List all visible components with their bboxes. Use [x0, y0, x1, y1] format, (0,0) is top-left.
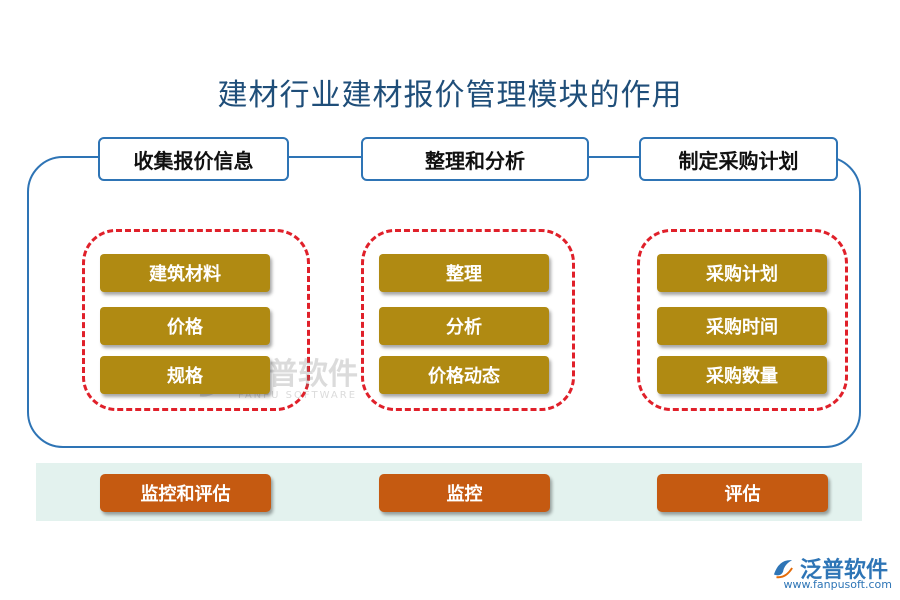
header-purchase-plan: 制定采购计划: [639, 137, 838, 181]
diagram-title: 建材行业建材报价管理模块的作用: [217, 78, 683, 113]
bottom-monitor: 监控: [379, 474, 550, 512]
logo-name: 泛普软件: [800, 558, 889, 583]
fanpu-logo-icon: [773, 560, 793, 579]
group-analyze: [361, 229, 575, 411]
item-purchase-quantity: 采购数量: [657, 356, 827, 394]
item-purchase-time: 采购时间: [657, 307, 827, 345]
bottom-evaluate: 评估: [657, 474, 828, 512]
item-price-trend: 价格动态: [379, 356, 549, 394]
group-plan: [637, 229, 848, 411]
item-price: 价格: [100, 307, 270, 345]
bottom-monitor-evaluate: 监控和评估: [100, 474, 271, 512]
item-specification: 规格: [100, 356, 270, 394]
item-analyze: 分析: [379, 307, 549, 345]
header-collect-quotes: 收集报价信息: [98, 137, 289, 181]
header-organize-analyze: 整理和分析: [361, 137, 589, 181]
item-building-materials: 建筑材料: [100, 254, 270, 292]
item-purchase-plan: 采购计划: [657, 254, 827, 292]
logo-url: www.fanpusoft.com: [783, 578, 892, 591]
group-collect: [82, 229, 310, 411]
corner-logo: 泛普软件: [770, 552, 888, 584]
item-organize: 整理: [379, 254, 549, 292]
